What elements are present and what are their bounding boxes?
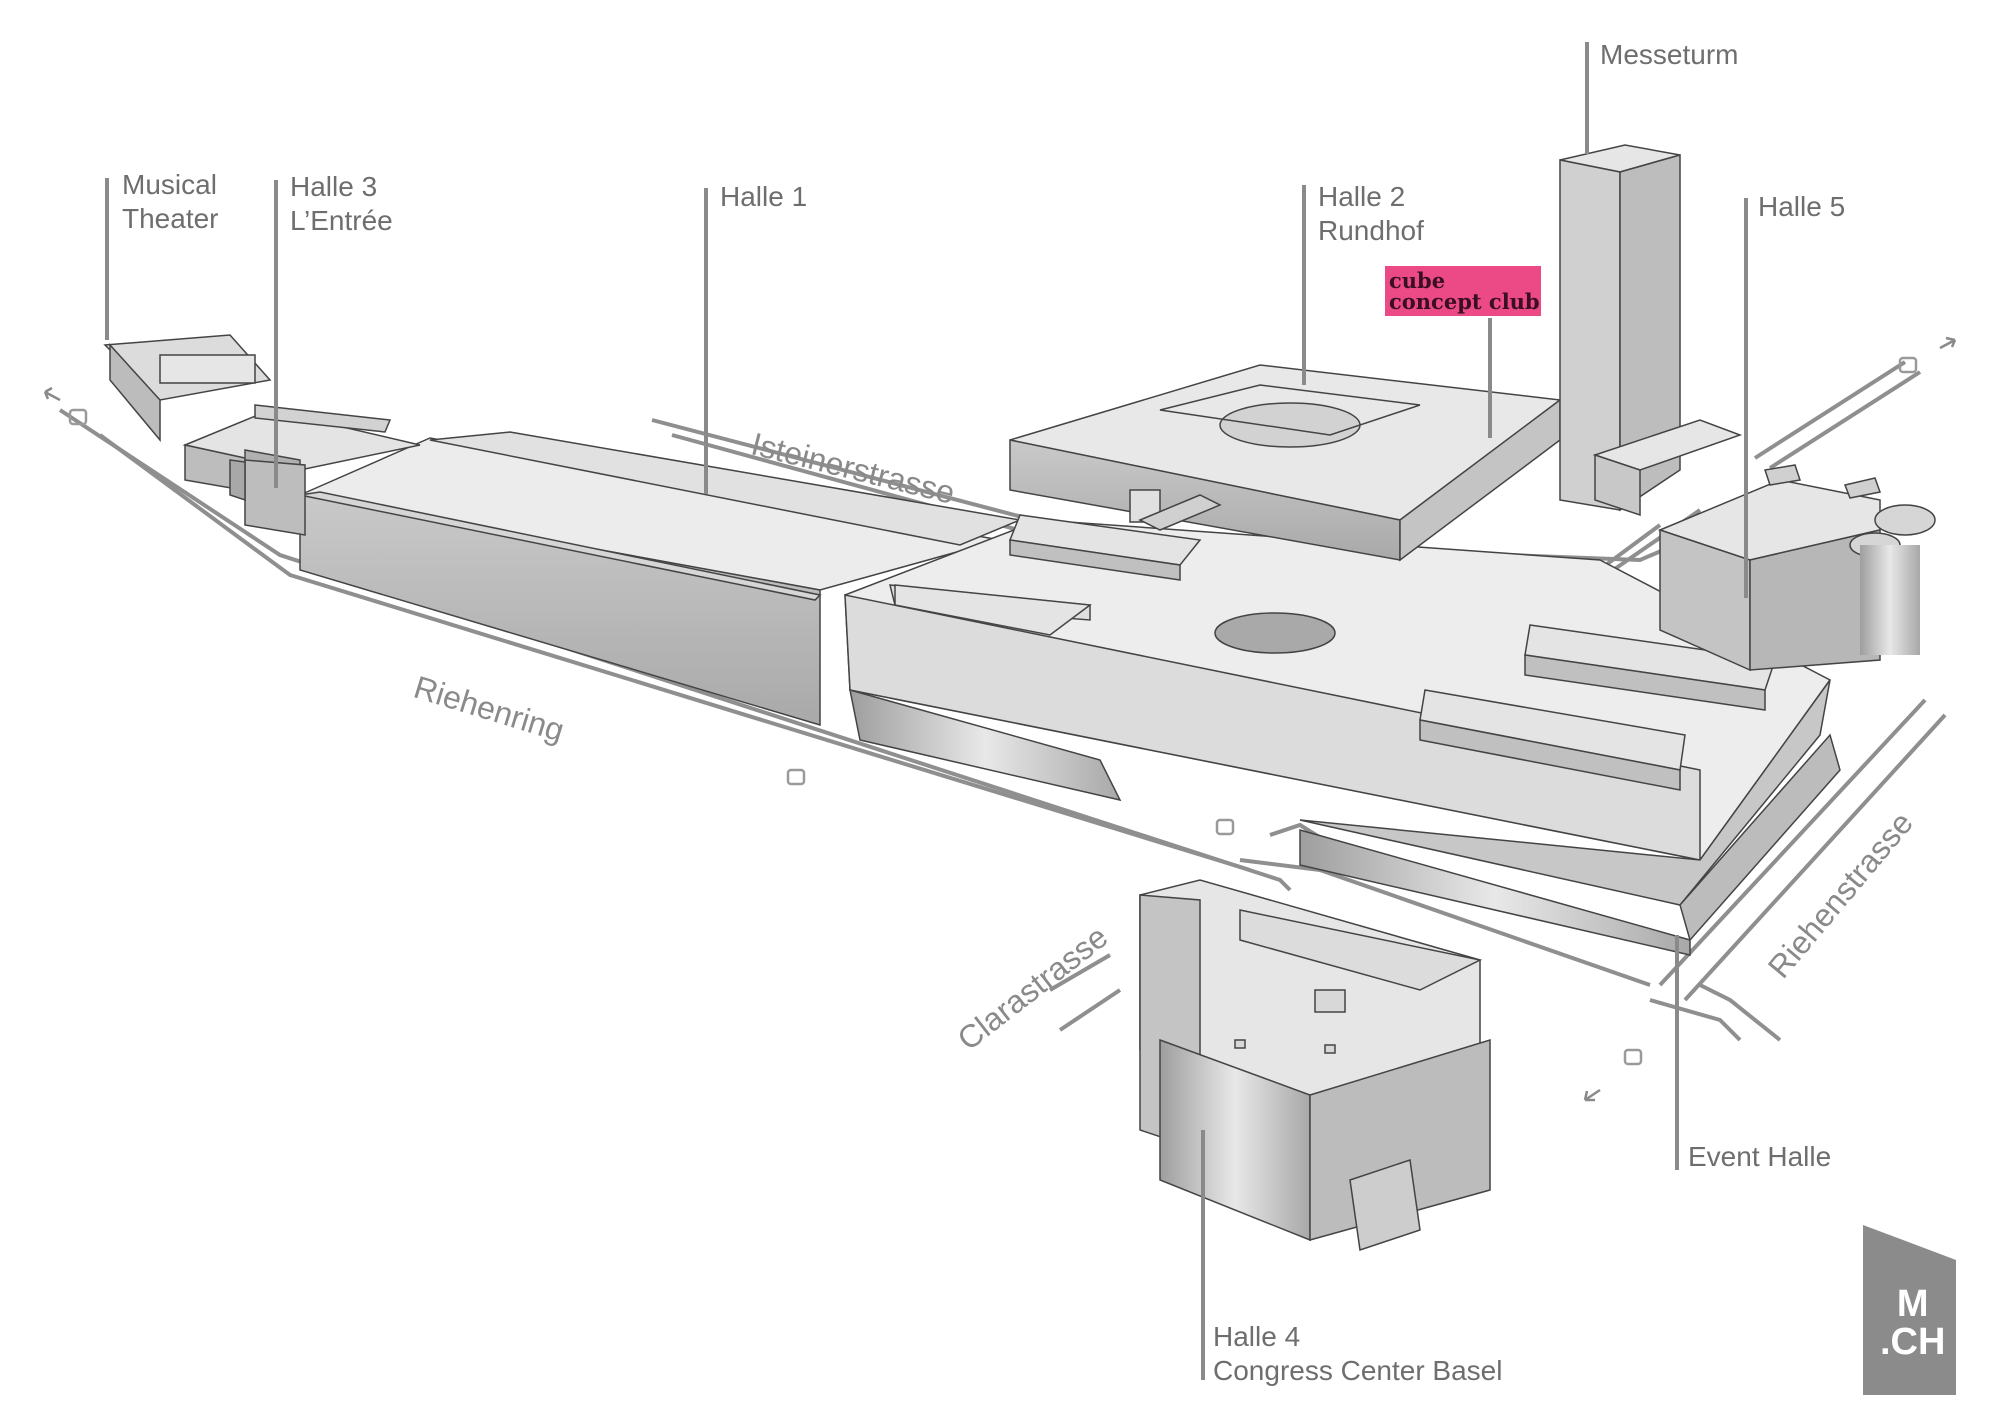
messeturm-building (1559, 144, 1743, 517)
leader-halle4 (1201, 1130, 1205, 1380)
arrow-icon (43, 336, 1957, 1102)
leader-cube (1488, 318, 1492, 438)
label-musical-theater: Musical Theater (122, 168, 219, 236)
cube-line2: concept club (1389, 289, 1540, 314)
leader-halle3 (274, 180, 278, 488)
halle4-building (1139, 879, 1491, 1251)
leader-musical-theater (105, 178, 109, 340)
main-plaza (844, 514, 1841, 956)
label-halle3: Halle 3 L’Entrée (290, 170, 393, 238)
label-halle1: Halle 1 (720, 181, 808, 212)
label-halle2-line2: Rundhof (1318, 215, 1424, 246)
label-halle2: Halle 2 Rundhof (1318, 180, 1424, 248)
label-halle4: Halle 4 Congress Center Basel (1213, 1320, 1502, 1388)
label-musical-theater-line2: Theater (122, 203, 219, 234)
leader-halle2 (1302, 185, 1306, 385)
label-halle3-line1: Halle 3 (290, 171, 378, 202)
cube-concept-club-badge: cube concept club (1385, 266, 1541, 316)
cube-line1: cube (1389, 268, 1446, 293)
label-halle4-line2: Congress Center Basel (1213, 1355, 1503, 1386)
halle3-building (229, 459, 306, 536)
label-messeturm: Messeturm (1600, 39, 1739, 70)
halle2-building (1009, 364, 1562, 562)
mch-logo-line2: .CH (1880, 1321, 1946, 1363)
label-event-halle: Event Halle (1688, 1141, 1832, 1172)
label-halle3-line2: L’Entrée (290, 205, 393, 236)
label-musical-theater-line1: Musical (122, 169, 217, 200)
mch-logo (1863, 1225, 1956, 1395)
leader-event-halle (1675, 935, 1679, 1170)
label-halle4-line1: Halle 4 (1213, 1321, 1301, 1352)
tram-icon (68, 356, 1918, 1066)
mch-logo-line1: M (1896, 1283, 1929, 1325)
leader-halle5 (1744, 198, 1748, 598)
leader-messeturm (1585, 42, 1589, 154)
label-halle2-line1: Halle 2 (1318, 181, 1406, 212)
halle5-building (1657, 464, 1936, 672)
label-halle5: Halle 5 (1758, 191, 1846, 222)
leader-halle1 (704, 188, 708, 494)
mch-logo-text: M .CH (1880, 1285, 1945, 1361)
